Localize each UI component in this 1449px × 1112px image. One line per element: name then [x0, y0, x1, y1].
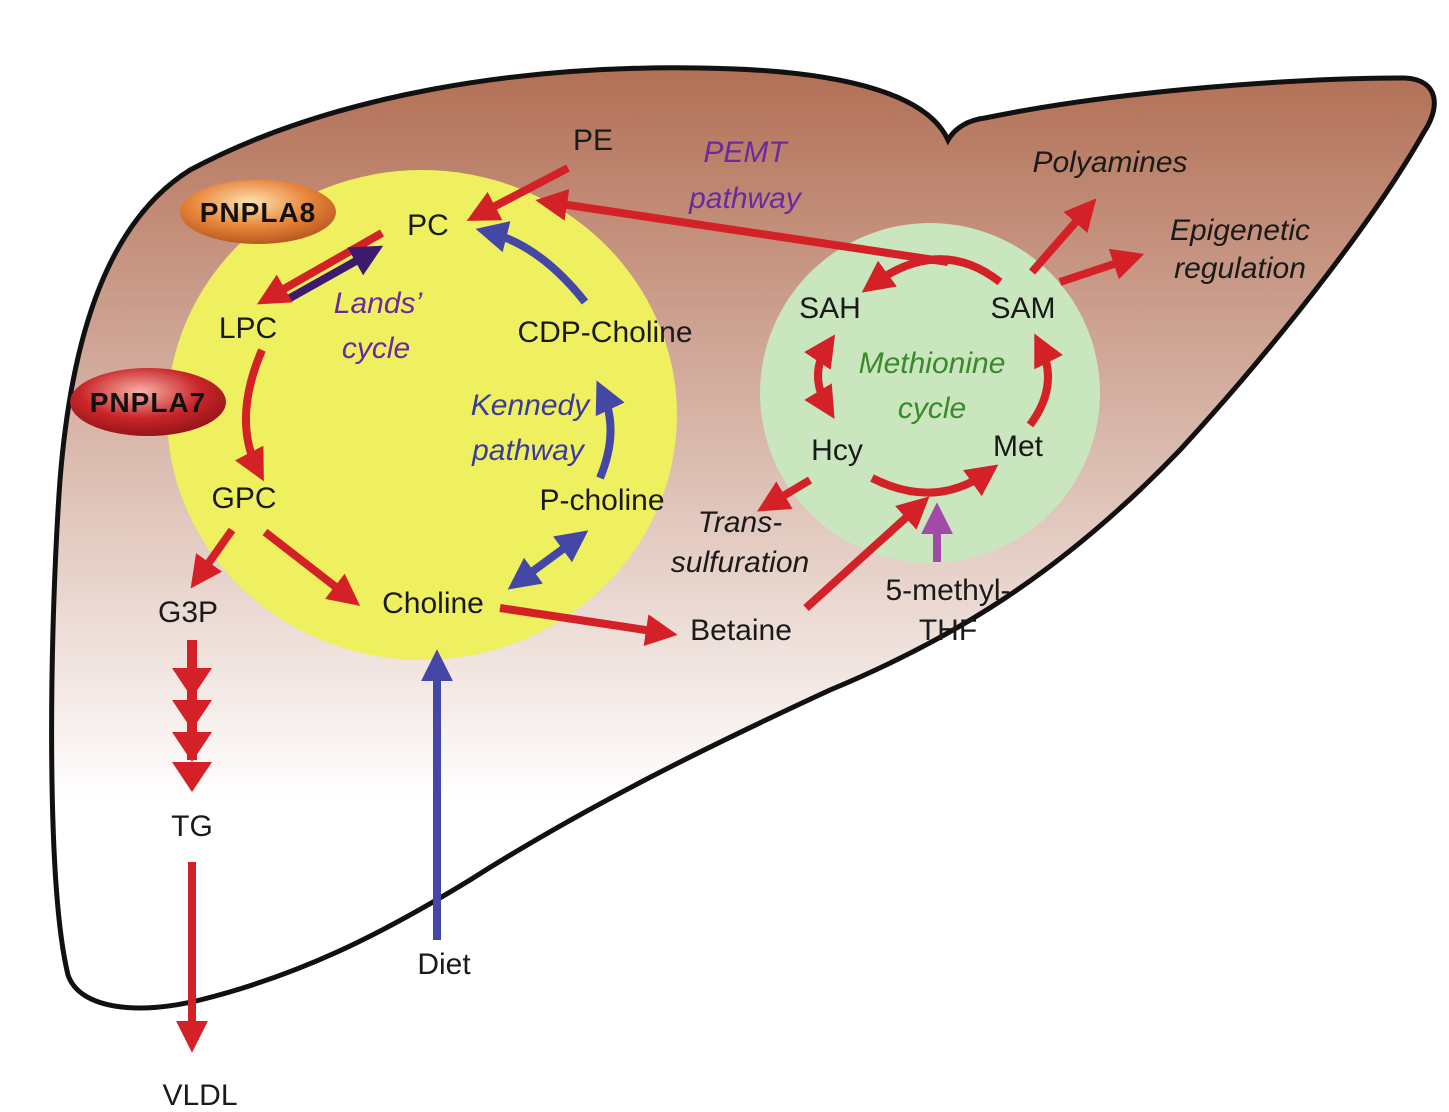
arrow-met-to-sam	[1026, 333, 1063, 428]
label-polyamines: Polyamines	[1032, 146, 1187, 179]
label-thf: THF	[919, 614, 977, 647]
label-pemt: PEMT	[703, 136, 789, 169]
arrow-pcholine-to-cdpcholine	[595, 380, 625, 480]
arrow-betaine-to-met	[803, 496, 930, 611]
label-5-methyl: 5-methyl-	[885, 574, 1010, 607]
label-lands-cycle: cycle	[342, 332, 410, 365]
label-sulfuration: sulfuration	[671, 546, 809, 579]
methionine-cycle-circle	[760, 223, 1100, 563]
arrow-gpc-to-choline	[262, 528, 361, 606]
label-met: Met	[993, 430, 1044, 463]
label-epigenetic: Epigenetic	[1170, 214, 1310, 247]
arrow-cdpcholine-to-pc	[475, 221, 589, 305]
label-vldl: VLDL	[162, 1079, 237, 1112]
label-tg: TG	[171, 810, 213, 843]
label-sah: SAH	[799, 292, 861, 325]
label-diet: Diet	[417, 948, 471, 981]
arrow-lpc-to-pc	[288, 245, 384, 302]
arrow-gpc-to-g3p	[190, 527, 236, 589]
arrow-choline-pcholine	[507, 530, 589, 590]
label-lpc: LPC	[219, 312, 277, 345]
label-kennedy-pathway: pathway	[471, 434, 586, 467]
label-regulation: regulation	[1174, 252, 1306, 285]
label-choline: Choline	[382, 587, 484, 620]
arrow-sam-to-pc	[535, 189, 949, 266]
arrow-lpc-to-gpc	[234, 348, 266, 482]
label-trans: Trans-	[698, 506, 782, 539]
arrow-choline-to-betaine	[499, 604, 678, 646]
label-methionine: Methionine	[859, 347, 1006, 380]
arrow-hcy-to-met	[870, 464, 999, 497]
arrow-g3p-to-tg-multistep	[172, 640, 212, 792]
pnpla8-label: PNPLA8	[200, 197, 316, 228]
arrow-sam-to-polyamines	[1028, 198, 1097, 275]
arrow-pe-to-pc	[466, 164, 570, 221]
label-lands: Lands’	[334, 287, 424, 320]
label-g3p: G3P	[158, 596, 218, 629]
arrow-sah-hcy	[804, 334, 836, 419]
label-cdp-choline: CDP-Choline	[517, 316, 692, 349]
arrow-hcy-to-transsulfuration	[757, 476, 813, 512]
label-pc: PC	[407, 209, 449, 242]
label-methionine-cycle: cycle	[898, 392, 966, 425]
arrow-sam-to-sah	[861, 255, 1003, 293]
label-hcy: Hcy	[811, 434, 863, 467]
arrow-sam-to-epigenetic	[1058, 248, 1145, 286]
label-gpc: GPC	[211, 482, 276, 515]
pnpla7-label: PNPLA7	[90, 387, 206, 418]
label-pe: PE	[573, 124, 613, 157]
enzyme-pnpla8: PNPLA8	[180, 180, 336, 244]
label-sam: SAM	[990, 292, 1055, 325]
arrow-pc-to-lpc	[256, 229, 384, 305]
label-p-choline: P-choline	[539, 484, 664, 517]
enzyme-pnpla7: PNPLA7	[70, 368, 226, 436]
label-betaine: Betaine	[690, 614, 792, 647]
label-pemt-pathway: pathway	[688, 182, 803, 215]
label-kennedy: Kennedy	[471, 389, 591, 422]
